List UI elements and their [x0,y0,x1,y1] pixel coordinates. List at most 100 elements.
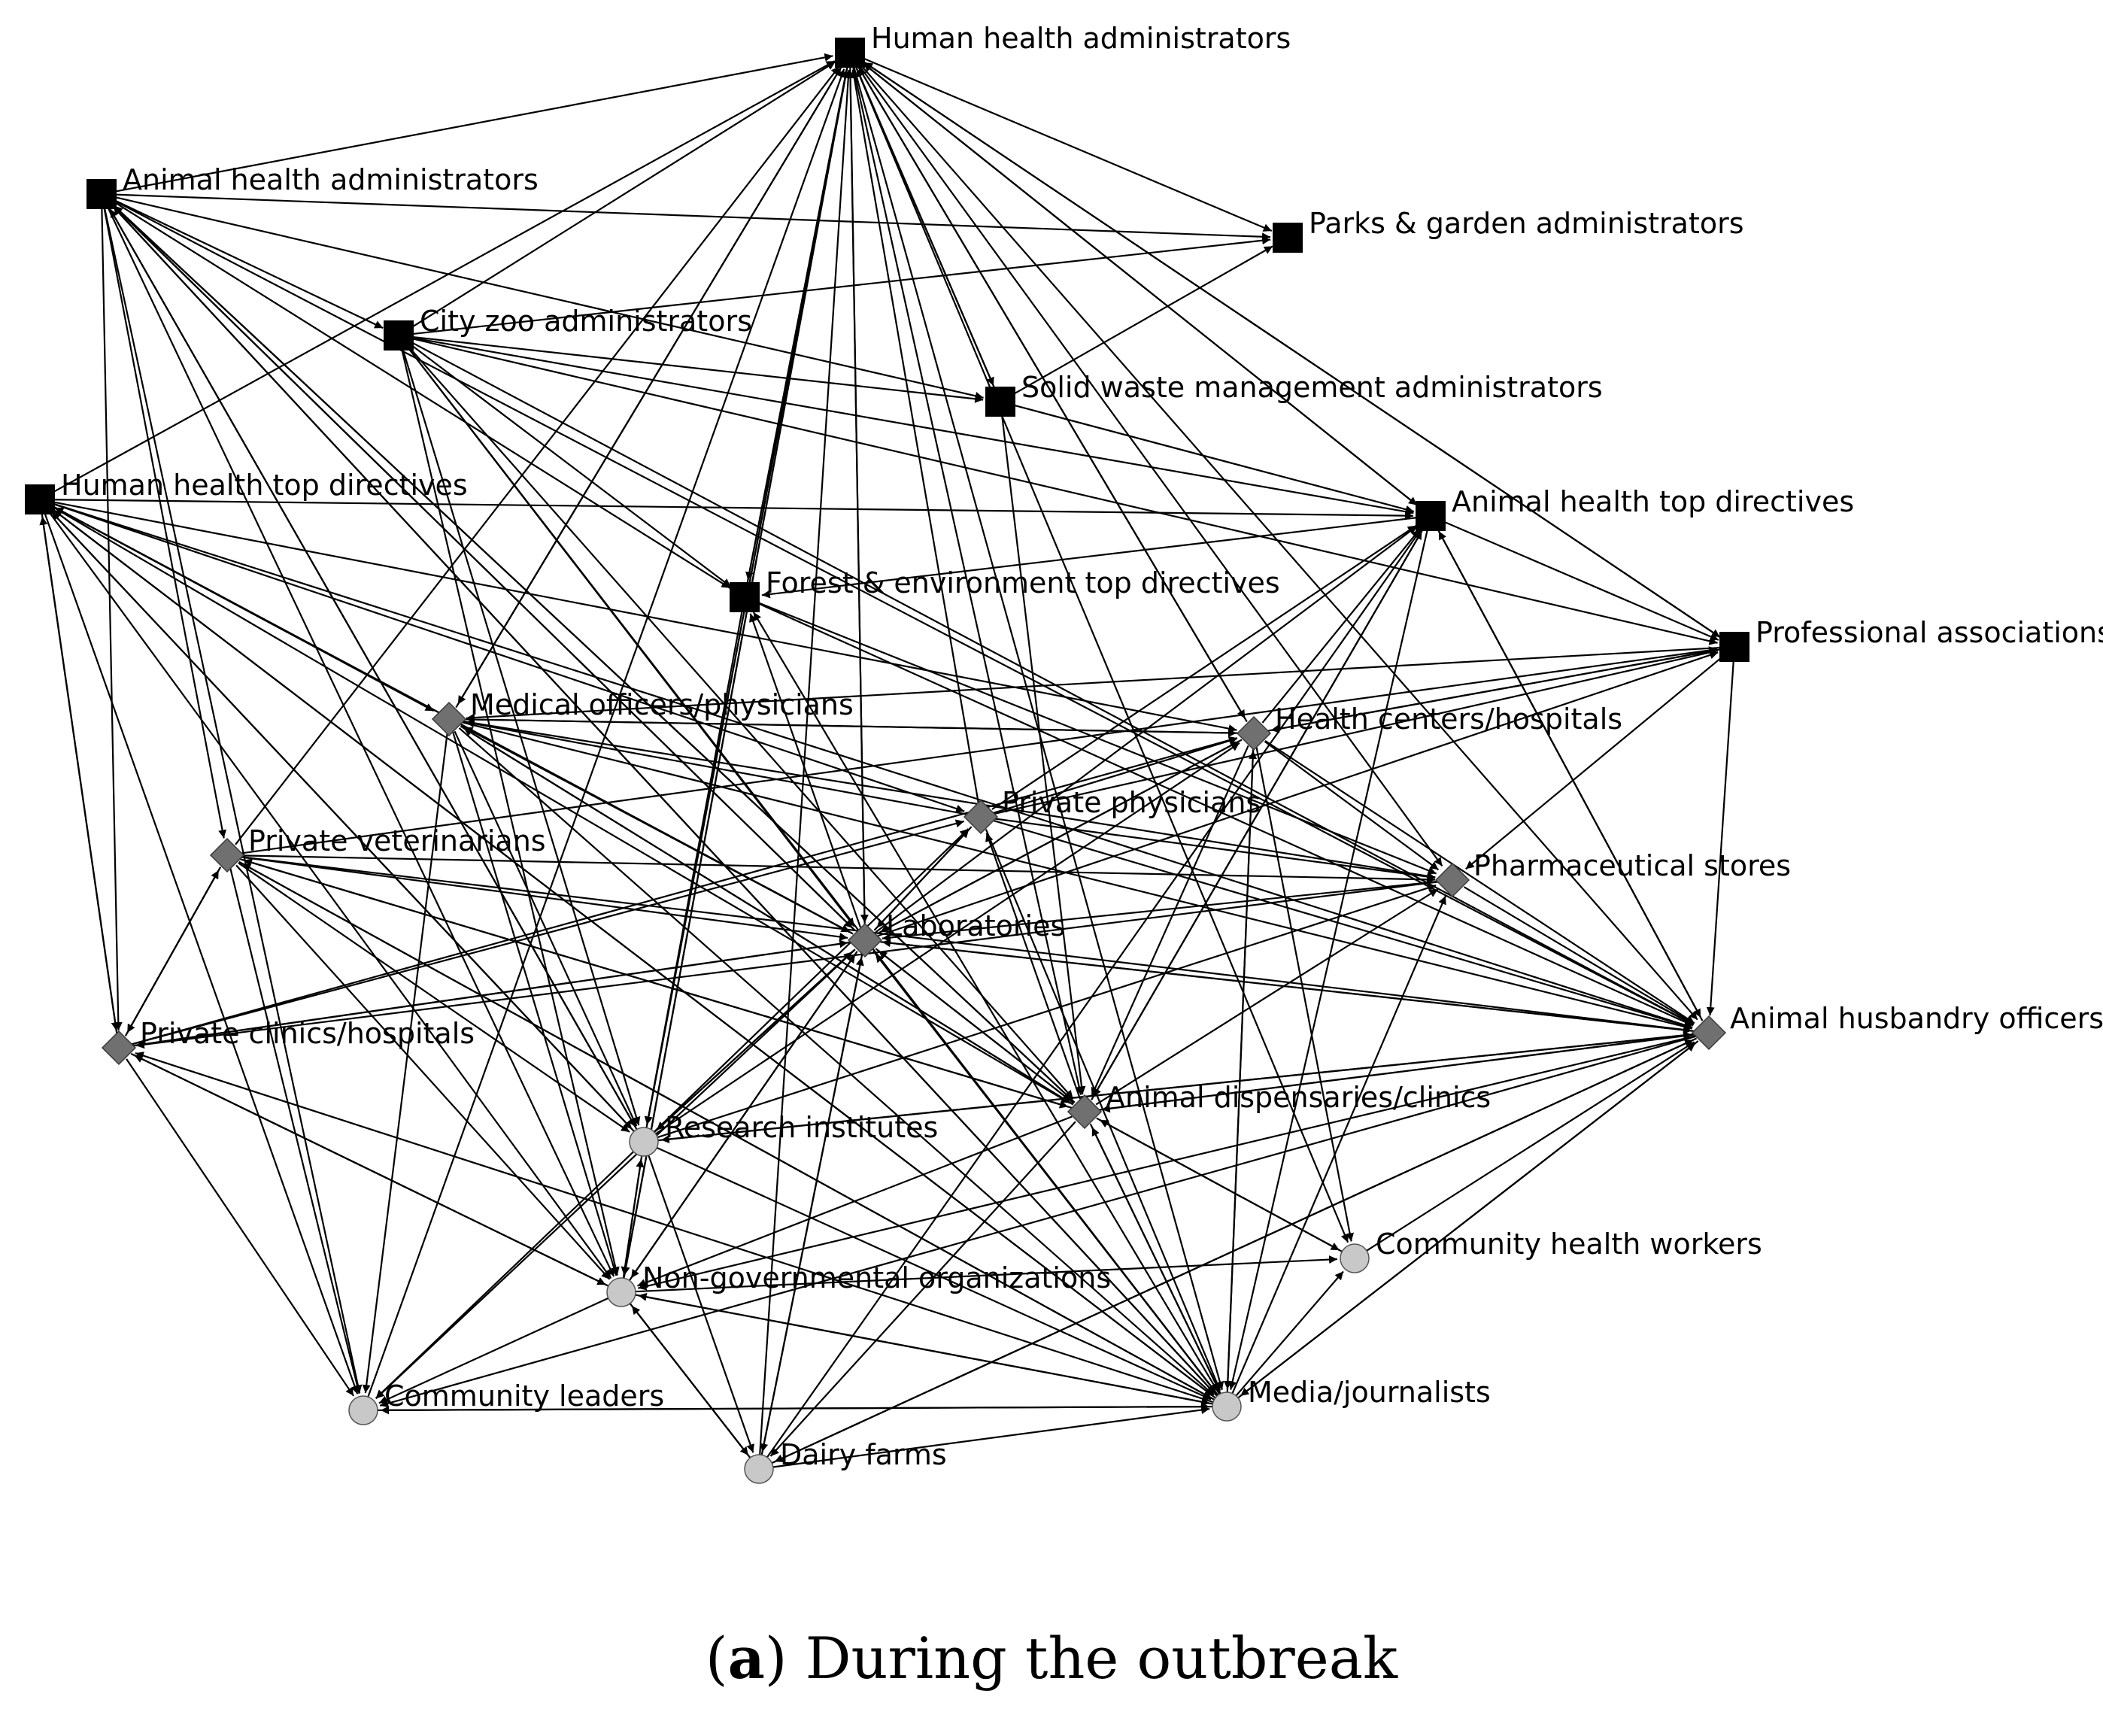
edge-df-to-ngo [631,1305,751,1459]
edge-aha-to-cza [113,199,384,329]
node-pv: Private veterinarians [209,824,546,873]
edge-df-to-hha [759,69,853,1456]
edge-cza-to-fetd [408,342,732,588]
circle-node-icon [629,1127,659,1157]
edge-lab-to-cl [375,948,856,1400]
node-cl: Community leaders [348,1379,664,1425]
edge-hch-to-adc [1091,745,1249,1097]
edge-hhtd-to-hha [51,60,836,494]
node-pch: Private clinics/hospitals [101,1017,475,1066]
edge-lab-to-mop [463,726,854,935]
caption-text: During the outbreak [787,1625,1398,1692]
edge-layer [39,53,1734,1468]
square-node-icon [86,179,117,209]
node-df: Dairy farms [744,1438,947,1484]
node-pp: Private physicians [963,786,1261,835]
edge-pch-to-pv [124,870,220,1036]
edge-hha-to-lab [849,65,869,924]
edge-aho-to-ahtd [1437,530,1704,1021]
node-ri: Research institutes [629,1111,938,1157]
edge-pv-to-aho [240,856,1692,1034]
edge-aha-to-cl [103,207,363,1394]
edge-mop-to-ps [462,720,1436,881]
square-node-icon [25,484,55,514]
edge-hha-to-ngo [621,65,848,1276]
node-adc: Animal dispensaries/clinics [1067,1081,1491,1130]
edge-mj-to-hhtd [53,509,1217,1399]
edge-pp-to-hha [850,69,980,804]
node-label-lab: Laboratories [886,909,1065,942]
node-label-hch: Health centers/hospitals [1275,703,1622,736]
node-label-pch: Private clinics/hospitals [140,1017,475,1050]
edge-cza-to-swm [411,335,984,403]
circle-node-icon [1340,1243,1370,1273]
edge-mj-to-ngo [638,1292,1214,1405]
node-label-ri: Research institutes [665,1111,938,1144]
edge-hhtd-to-ngo [47,509,612,1279]
edge-aho-to-cl [379,1035,1696,1408]
node-fetd: Forest & environment top directives [730,566,1280,612]
node-label-pga: Parks & garden administrators [1309,207,1744,240]
edge-chw-to-aho [1365,1041,1695,1252]
edge-ri-to-hhtd [50,511,636,1133]
edge-ngo-to-pch [134,1055,610,1288]
edge-mj-to-fetd [752,612,1221,1396]
edge-mop-to-aho [462,721,1692,1031]
edge-lab-to-fetd [749,613,862,928]
edge-pv-to-lab [240,856,848,941]
edge-pv-to-cl [229,868,362,1394]
node-label-ngo: Non-governmental organizations [642,1261,1111,1294]
figure-caption: (a) During the outbreak [0,1625,2103,1692]
edge-hch-to-ahtd [1261,529,1421,724]
edge-ahtd-to-fetd [761,517,1418,599]
square-node-icon [1273,223,1303,253]
edge-mj-to-chw [1234,1270,1344,1398]
node-label-cl: Community leaders [384,1379,664,1413]
edge-hha-to-pa [860,59,1721,639]
node-mj: Media/journalists [1212,1376,1491,1422]
edge-pp-to-ps [994,818,1436,881]
edge-lab-to-ahtd [875,525,1418,933]
edge-adc-to-pp [985,833,1082,1100]
node-label-cza: City zoo administrators [420,305,752,338]
edge-pv-to-pa [240,646,1718,854]
circle-node-icon [1212,1392,1242,1422]
caption-close: ) [764,1625,787,1692]
circle-node-icon [606,1277,636,1307]
edge-ps-to-aho [1463,886,1695,1025]
edge-adc-to-ngo [637,1115,1073,1287]
node-label-mop: Medical officers/physicians [470,688,854,721]
node-label-pa: Professional associations [1756,616,2103,649]
square-node-icon [730,582,760,612]
node-hha: Human health administrators [835,22,1291,68]
node-chw: Community health workers [1340,1228,1762,1273]
node-lab: Laboratories [847,909,1065,958]
node-label-ps: Pharmaceutical stores [1473,849,1791,882]
node-pa: Professional associations [1719,616,2103,662]
edge-cza-to-ngo [401,348,620,1276]
edge-lab-to-pp [873,829,970,931]
edge-ri-to-aho [657,1030,1692,1142]
edge-ps-to-lab [882,880,1440,942]
edge-hch-to-pa [1267,647,1718,732]
edge-aha-to-swm [114,196,984,400]
edge-cza-to-hha [409,61,836,329]
edge-aha-to-aho [113,199,1695,1026]
edge-mj-to-lab [875,953,1219,1397]
edge-hch-to-aho [1264,739,1695,1024]
edge-hha-to-adc [851,65,1084,1095]
node-label-swm: Solid waste management administrators [1021,371,1603,404]
edge-hha-to-ahtd [860,60,1418,506]
node-ahtd: Animal health top directives [1416,485,1854,531]
edge-ngo-to-lab [628,954,856,1282]
edge-ahtd-to-pa [1443,520,1719,641]
node-label-ahtd: Animal health top directives [1452,485,1854,518]
edge-hha-to-mj [852,65,1224,1391]
edge-lab-to-pa [877,651,1719,937]
edge-adc-to-lab [878,950,1075,1104]
node-ps: Pharmaceutical stores [1434,849,1791,898]
edge-df-to-ahtd [766,530,1422,1458]
edge-adc-to-df [769,1121,1076,1457]
edge-ri-to-hch [654,742,1240,1135]
edge-cza-to-adc [407,344,1074,1100]
